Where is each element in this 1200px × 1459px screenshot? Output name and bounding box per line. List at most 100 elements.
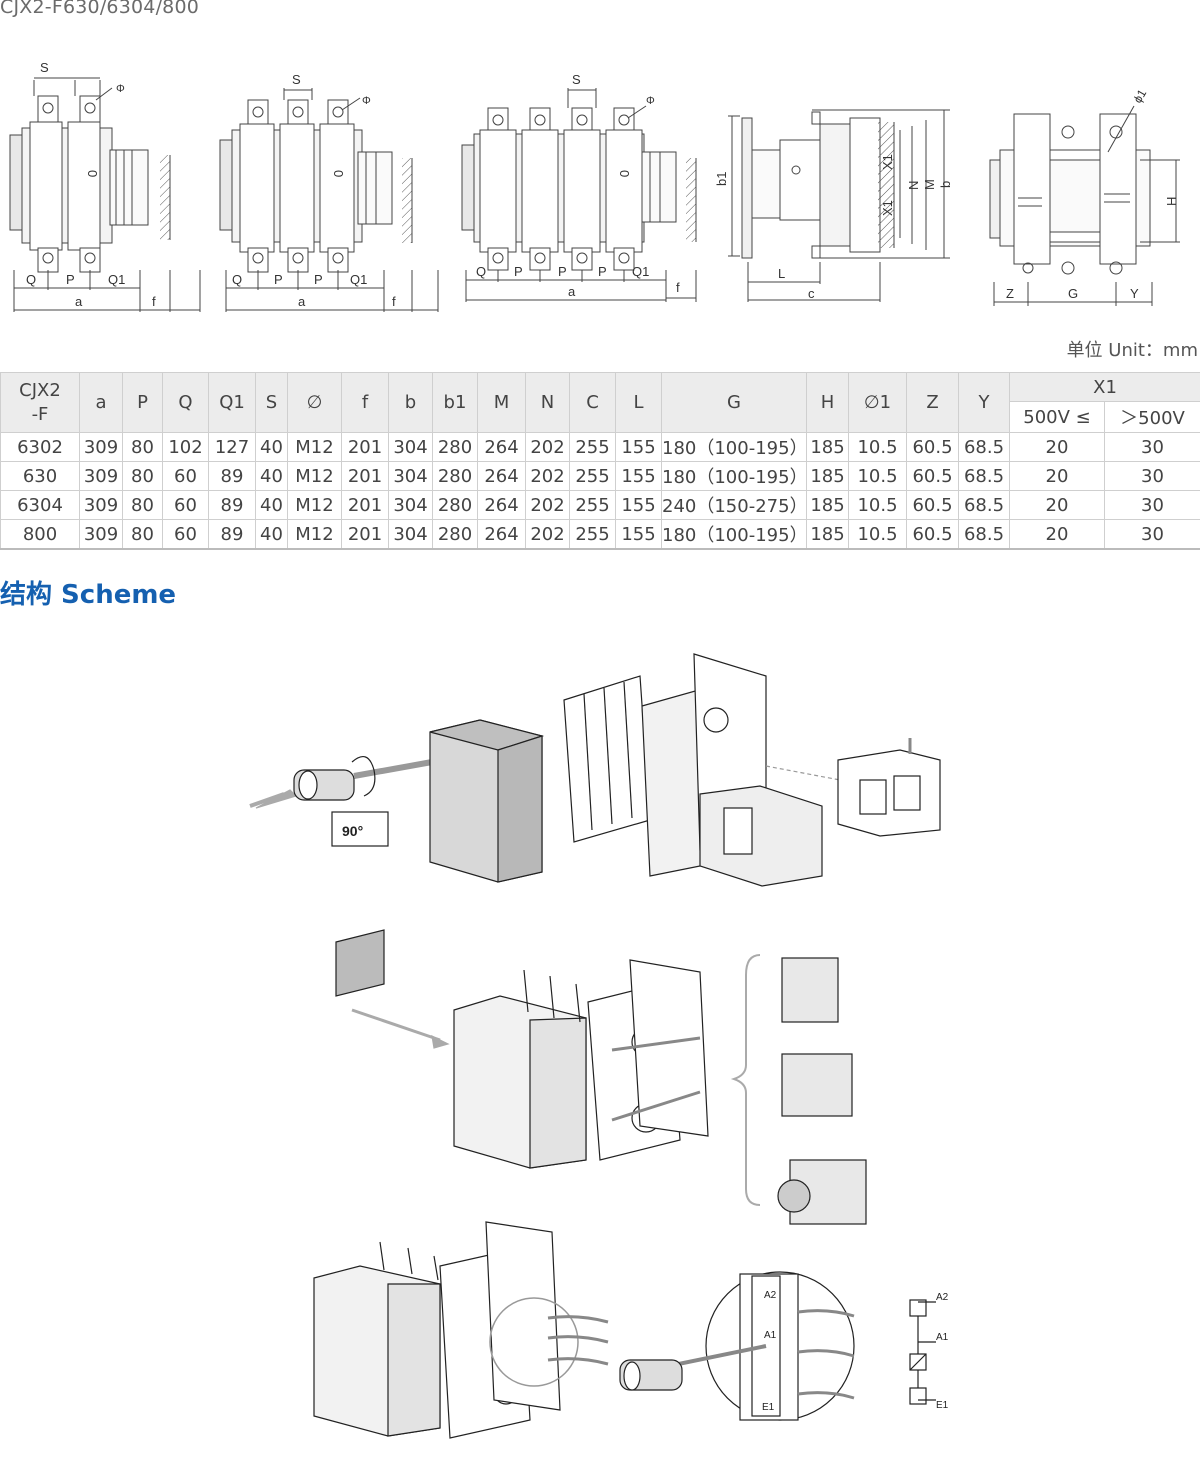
exploded-view: 90° bbox=[249, 653, 941, 887]
model-cell: 630 bbox=[0, 461, 80, 491]
value-cell: 89 bbox=[208, 461, 256, 491]
dim-P: P bbox=[274, 272, 283, 287]
value-cell: 127 bbox=[208, 432, 256, 462]
value-cell: 185 bbox=[806, 461, 849, 491]
page-title: CJX2-F630/6304/800 bbox=[0, 0, 200, 18]
col-header: P bbox=[122, 372, 163, 433]
value-cell: 80 bbox=[122, 461, 163, 491]
value-cell: 89 bbox=[208, 519, 256, 550]
value-cell: 155 bbox=[615, 461, 662, 491]
value-cell: 155 bbox=[615, 490, 662, 520]
value-cell: 202 bbox=[525, 461, 570, 491]
dim-f: f bbox=[676, 280, 680, 295]
value-cell: 60.5 bbox=[906, 490, 959, 520]
dim-Q: Q bbox=[232, 272, 242, 287]
dim-Q: Q bbox=[26, 272, 36, 287]
scheme-heading: 结构 Scheme bbox=[0, 580, 177, 610]
dim-b1: b1 bbox=[714, 172, 729, 186]
value-cell: 180（100-195） bbox=[661, 519, 807, 550]
col-header: Y bbox=[958, 372, 1010, 433]
col-header: N bbox=[525, 372, 570, 433]
dim-phi: Φ bbox=[116, 83, 125, 95]
value-cell: 20 bbox=[1009, 519, 1105, 550]
col-header: C bbox=[569, 372, 616, 433]
drawing-4-pole bbox=[461, 88, 697, 302]
dim-Q1: Q1 bbox=[108, 272, 125, 287]
col-header-model: CJX2 -F bbox=[0, 372, 80, 433]
value-cell: 155 bbox=[615, 432, 662, 462]
model-cell: 6302 bbox=[0, 432, 80, 462]
dim-X1: X1 bbox=[880, 200, 895, 216]
col-header-x1: X1 bbox=[1008, 372, 1200, 402]
value-cell: 68.5 bbox=[958, 461, 1010, 491]
value-cell: 264 bbox=[477, 461, 526, 491]
value-cell: 255 bbox=[569, 519, 616, 550]
col-header: a bbox=[79, 372, 123, 433]
dim-N: N bbox=[906, 181, 921, 190]
coil-terminal-label: E1 bbox=[762, 1402, 775, 1413]
col-subheader-x1: ＞500V bbox=[1103, 401, 1200, 433]
dim-a: a bbox=[75, 294, 83, 309]
value-cell: M12 bbox=[287, 461, 342, 491]
value-cell: 240（150-275） bbox=[661, 490, 807, 520]
col-header: ∅1 bbox=[848, 372, 907, 433]
diagram-terminal-label: E1 bbox=[936, 1400, 949, 1411]
unit-note: 单位 Unit：mm bbox=[1066, 340, 1198, 361]
col-subheader-x1: 500V ≤ bbox=[1009, 401, 1105, 433]
dim-S: S bbox=[292, 72, 301, 87]
col-header: b1 bbox=[432, 372, 478, 433]
value-cell: M12 bbox=[287, 519, 342, 550]
value-cell: 10.5 bbox=[848, 519, 907, 550]
value-cell: 304 bbox=[388, 519, 433, 550]
value-cell: 40 bbox=[255, 461, 288, 491]
value-cell: 309 bbox=[79, 432, 123, 462]
col-header: Q1 bbox=[208, 372, 256, 433]
value-cell: 201 bbox=[341, 461, 389, 491]
value-cell: 280 bbox=[432, 519, 478, 550]
value-cell: 185 bbox=[806, 519, 849, 550]
value-cell: 202 bbox=[525, 519, 570, 550]
col-header: ∅ bbox=[287, 372, 342, 433]
dim-H: H bbox=[1164, 197, 1179, 206]
value-cell: 201 bbox=[341, 490, 389, 520]
dim-P: P bbox=[598, 264, 607, 279]
value-cell: 264 bbox=[477, 432, 526, 462]
value-cell: 60.5 bbox=[906, 461, 959, 491]
value-cell: 40 bbox=[255, 519, 288, 550]
value-cell: 68.5 bbox=[958, 519, 1010, 550]
value-cell: 304 bbox=[388, 490, 433, 520]
dim-phi: Φ bbox=[362, 95, 371, 107]
value-cell: 30 bbox=[1103, 519, 1200, 550]
value-cell: 304 bbox=[388, 461, 433, 491]
pole-marker: 0 bbox=[331, 170, 346, 177]
col-header: f bbox=[341, 372, 389, 433]
value-cell: 30 bbox=[1103, 432, 1200, 462]
value-cell: 89 bbox=[208, 490, 256, 520]
col-header: Q bbox=[162, 372, 209, 433]
diagram-terminal-label: A1 bbox=[936, 1332, 949, 1343]
drawing-2-pole bbox=[9, 77, 201, 312]
value-cell: 60.5 bbox=[906, 519, 959, 550]
model-cell: 800 bbox=[0, 519, 80, 550]
dimension-drawings: S Φ 0 Q P Q1 a f S Φ 0 Q P bbox=[9, 60, 1180, 312]
value-cell: 60 bbox=[162, 490, 209, 520]
col-header: b bbox=[388, 372, 433, 433]
dim-G: G bbox=[1068, 286, 1078, 301]
dim-P: P bbox=[66, 272, 75, 287]
drawing-side-view bbox=[728, 109, 950, 302]
value-cell: 80 bbox=[122, 490, 163, 520]
coil-terminal-label: A2 bbox=[764, 1290, 777, 1301]
value-cell: 30 bbox=[1103, 490, 1200, 520]
value-cell: 102 bbox=[162, 432, 209, 462]
value-cell: 264 bbox=[477, 519, 526, 550]
value-cell: 201 bbox=[341, 519, 389, 550]
value-cell: 180（100-195） bbox=[661, 461, 807, 491]
dim-P: P bbox=[558, 264, 567, 279]
value-cell: 20 bbox=[1009, 432, 1105, 462]
col-header: M bbox=[477, 372, 526, 433]
value-cell: 80 bbox=[122, 432, 163, 462]
